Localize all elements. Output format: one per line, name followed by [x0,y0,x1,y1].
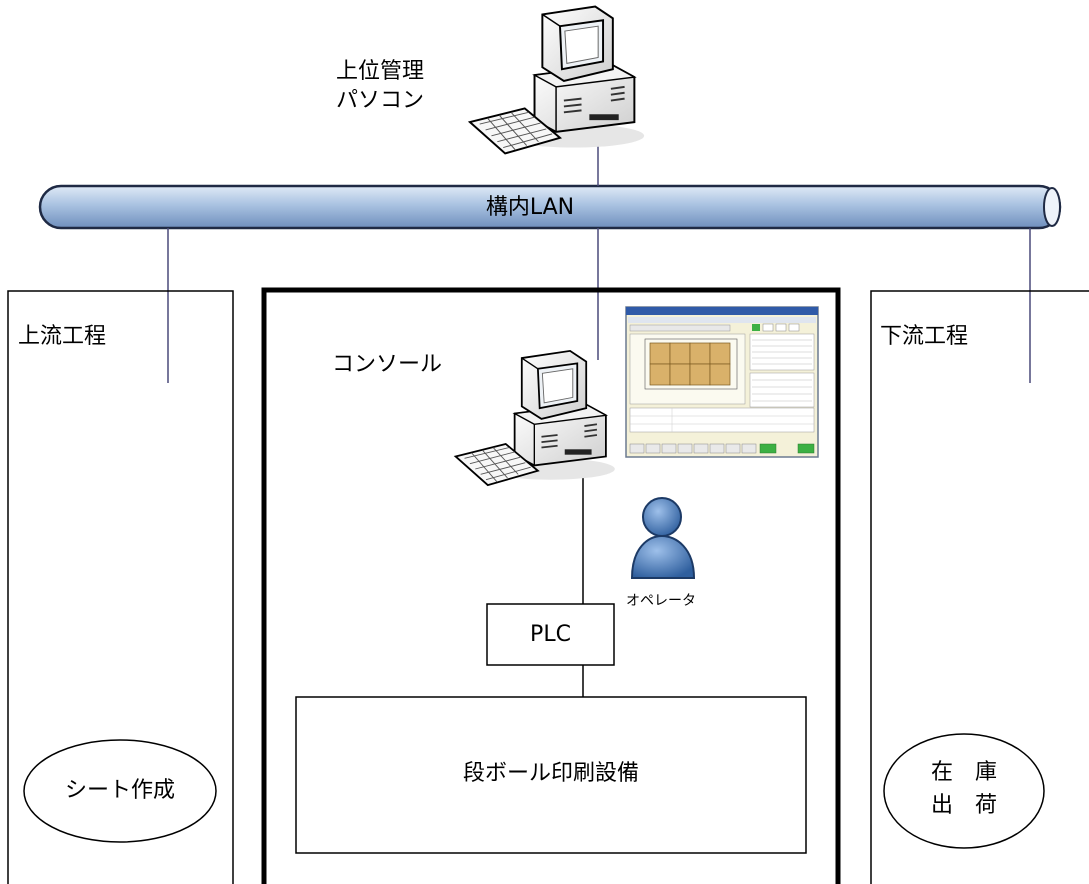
operator-label: オペレータ [626,593,696,609]
downstream-frame [870,290,1089,884]
plc-label: PLC [530,622,571,647]
downstream-process-ellipse [883,733,1045,849]
console-label: コンソール [332,352,443,377]
downstream-process-label-line2: 出 荷 [930,793,997,818]
upstream-process-ellipse [23,739,217,843]
lan-cable [38,184,1062,230]
downstream-process-label-line1: 在 庫 [930,760,997,785]
equipment-label: 段ボール印刷設備 [462,761,639,786]
upstream-frame [7,290,234,884]
console-area-frame [261,287,841,884]
equipment-box [295,696,807,854]
lan-label: 構内LAN [485,195,575,220]
upstream-process-label: シート作成 [64,778,175,803]
upstream-title: 上流工程 [18,324,107,349]
host-pc-icon [468,5,646,155]
console-screen-thumbnail [625,306,819,458]
downstream-title: 下流工程 [880,324,969,349]
plc-box [486,603,615,666]
host-pc-label-line2: パソコン [336,88,425,113]
host-pc-label-line1: 上位管理 [336,59,425,84]
console-pc-icon [454,349,616,487]
operator-person-icon [630,497,696,579]
